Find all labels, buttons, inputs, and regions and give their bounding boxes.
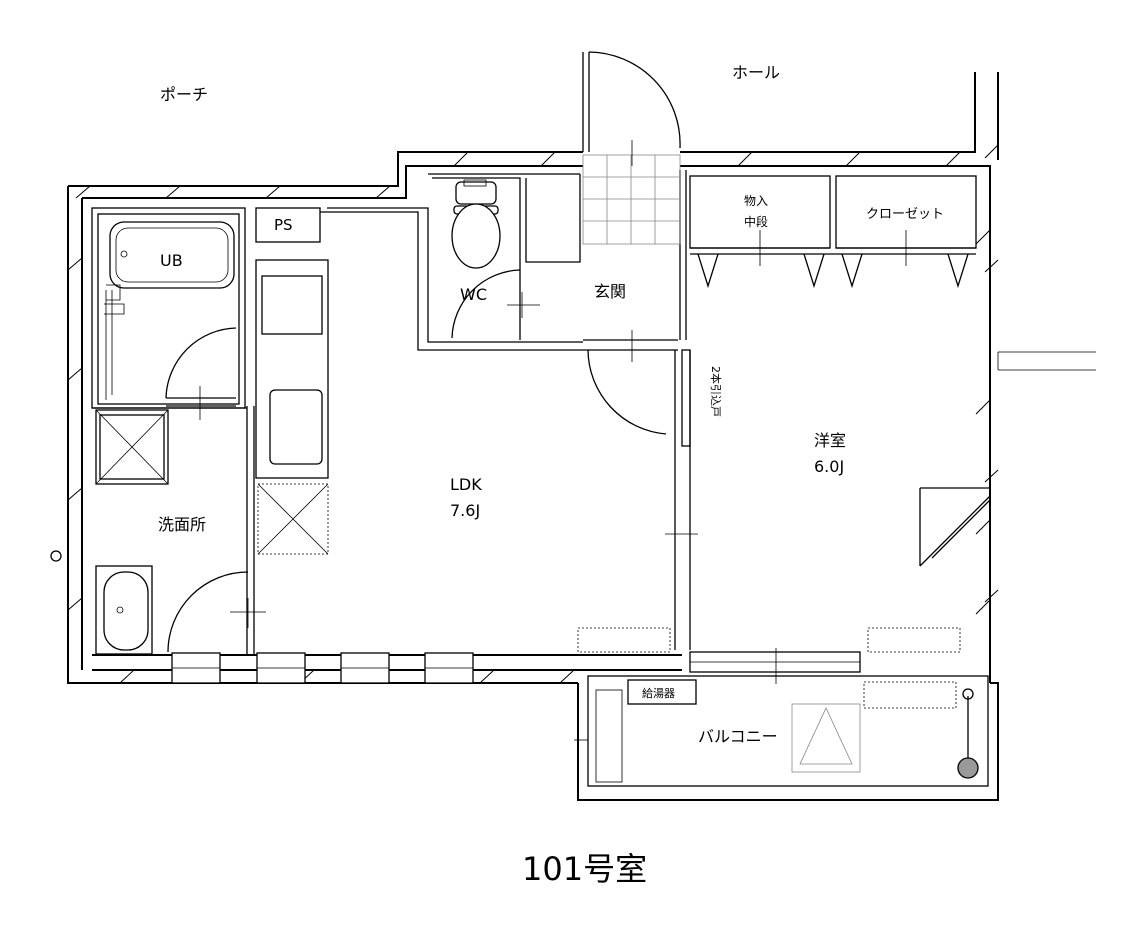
sliding-door-label: 2本引込戸 [709,366,723,417]
ub-label: UB [160,251,183,270]
wc-label: WC [460,285,487,304]
hall-label: ホール [732,63,780,82]
entrance-label: 玄関 [594,282,626,301]
room-labels: ポーチ ホール PS UB WC 玄関 物入 中段 クローゼット 2本引込戸 洋… [158,63,944,888]
washroom-label: 洗面所 [158,515,206,534]
western-room-size-label: 6.0J [814,457,844,476]
ldk-size-label: 7.6J [450,501,480,520]
kitchen [255,259,671,653]
outer-walls [50,72,1096,801]
ps-label: PS [274,216,293,234]
balcony-label: バルコニー [698,727,778,746]
water-heater-label: 給湯器 [642,686,675,700]
partitions [91,170,691,655]
balcony-area [574,648,989,787]
storage-label-1: 物入 [744,194,768,208]
room-title: 101号室 [522,850,647,888]
entrance-area [451,51,681,435]
storage-label-2: 中段 [744,214,768,229]
toilet [451,179,501,269]
bathtub [104,221,237,420]
western-room-label: 洋室 [814,431,846,450]
porch-label: ポーチ [160,85,208,104]
washroom-fixtures [95,409,266,655]
closet-label: クローゼット [866,207,944,222]
bottom-wall [92,652,682,684]
western-room-storage [665,175,991,653]
ldk-label: LDK [450,475,482,494]
